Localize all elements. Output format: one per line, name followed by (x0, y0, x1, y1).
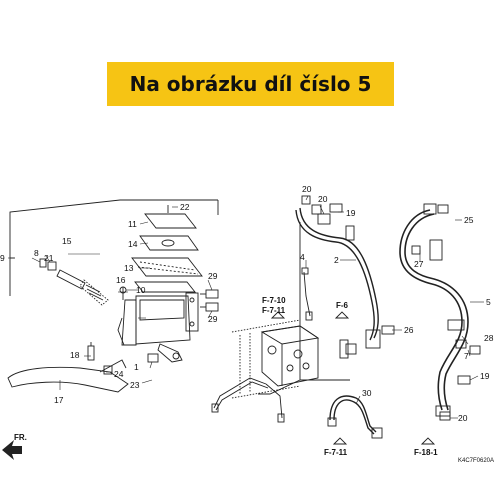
brake-hose-30 (327, 395, 383, 439)
abs-modulator (231, 319, 320, 399)
callout-2: 2 (334, 255, 339, 265)
leader-lines (8, 195, 484, 419)
front-direction-arrow (2, 440, 22, 460)
callout-4: 4 (300, 252, 305, 262)
callout-7: 7 (464, 351, 469, 361)
callout-18: 18 (70, 350, 80, 360)
callout-8: 8 (34, 248, 39, 258)
callout-labels: 22 11 14 13 10 15 9 8 21 16 29 29 1 18 2… (0, 184, 494, 464)
callout-20-left: 20 (302, 184, 312, 194)
reference-arrows (270, 311, 436, 445)
clamp-and-bolts (103, 289, 219, 375)
callout-15: 15 (62, 236, 72, 246)
brake-hose-4 (301, 267, 313, 321)
piston-parts (39, 258, 109, 306)
callout-28: 28 (484, 333, 494, 343)
callout-30: 30 (362, 388, 372, 398)
callout-20-mid: 20 (318, 194, 328, 204)
callout-9: 9 (0, 253, 5, 263)
ref-f-7-11-top: F-7-11 (262, 306, 286, 315)
diagram-code: K4C7F0620A (458, 458, 494, 464)
ref-f-6: F-6 (336, 301, 349, 310)
brake-lever (7, 342, 129, 393)
ref-f-7-10: F-7-10 (262, 296, 286, 305)
brake-hose-2 (295, 207, 381, 359)
callout-5: 5 (486, 297, 491, 307)
callout-20-right: 20 (458, 413, 468, 423)
callout-29-bottom: 29 (208, 314, 218, 324)
callout-11: 11 (128, 219, 137, 229)
reservoir-cap (131, 205, 203, 293)
callout-19-right: 19 (480, 371, 490, 381)
part-number-banner: Na obrázku díl číslo 5 (107, 62, 394, 106)
callout-19-top: 19 (346, 208, 356, 218)
brake-pipe-lower (211, 377, 285, 423)
master-cylinder-body (117, 286, 199, 363)
banner-text: Na obrázku díl číslo 5 (129, 72, 372, 96)
callout-25: 25 (464, 215, 474, 225)
callout-16: 16 (116, 275, 126, 285)
fasteners-right (301, 195, 481, 421)
callout-26: 26 (404, 325, 414, 335)
brake-hose-5 (399, 203, 469, 417)
callout-10: 10 (136, 285, 146, 295)
callout-29-top: 29 (208, 271, 218, 281)
callout-21: 21 (44, 253, 54, 263)
ref-f-18-1: F-18-1 (414, 448, 438, 457)
callout-23: 23 (130, 380, 140, 390)
callout-1: 1 (134, 362, 139, 372)
callout-17: 17 (54, 395, 64, 405)
callout-14: 14 (128, 239, 138, 249)
callout-27: 27 (414, 259, 424, 269)
callout-22: 22 (180, 202, 190, 212)
callout-13: 13 (124, 263, 134, 273)
ref-f-7-11-bottom: F-7-11 (324, 448, 348, 457)
front-label: FR. (14, 433, 27, 442)
callout-24: 24 (114, 369, 124, 379)
